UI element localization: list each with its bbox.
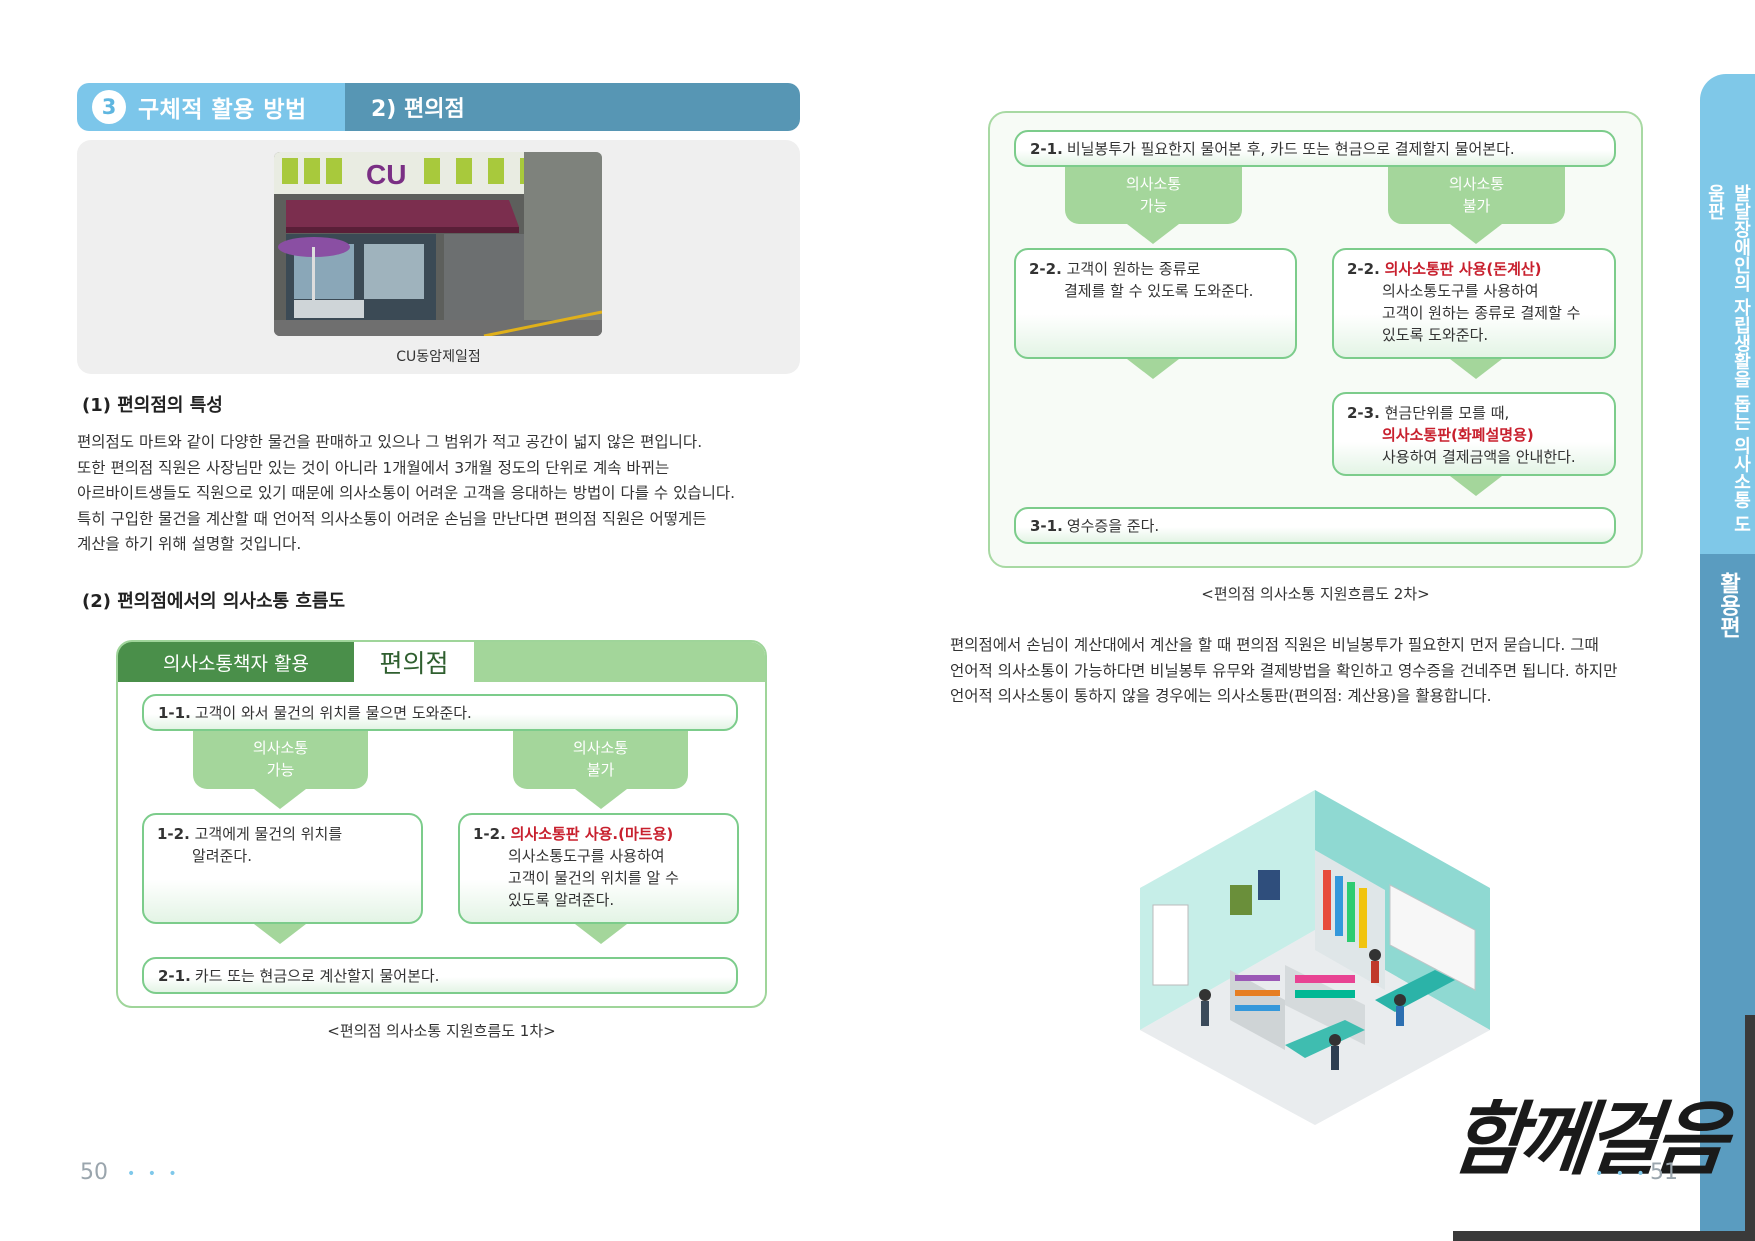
box-line: 알려준다. [192, 847, 252, 865]
paragraph-line: 계산을 하기 위해 설명할 것입니다. [77, 535, 302, 553]
section-subtitle: 2) 편의점 [345, 83, 800, 131]
section-title: 구체적 활용 방법 [138, 97, 307, 123]
flow1-step-1-1: 1-1. 고객이 와서 물건의 위치를 물으면 도와준다. [142, 694, 738, 731]
step-text: 비닐봉투가 필요한지 물어본 후, 카드 또는 현금으로 결제할지 물어본다. [1066, 140, 1515, 158]
flowchart-1-tab-dark: 의사소통책자 활용 [118, 642, 354, 682]
flow2-right-box: 2-2. 의사소통판 사용(돈계산) 의사소통도구를 사용하여 고객이 원하는 … [1332, 248, 1616, 359]
store-photo-box: CU CU동암제일점 [77, 140, 800, 374]
paragraph-line: 또한 편의점 직원은 사장님만 있는 것이 아니라 1개월에서 3개월 정도의 … [77, 458, 670, 477]
convenience-store-photo-illustration: CU [274, 152, 602, 336]
flow1-arrow-right-down [575, 924, 627, 944]
branch-line: 의사소통 [1125, 175, 1182, 193]
paragraph-line: 편의점에서 손님이 계산대에서 계산을 할 때 편의점 직원은 비닐봉투가 필요… [950, 636, 1599, 654]
side-tab-section: 활용편 [1715, 572, 1741, 638]
paragraph-store-features: 편의점도 마트와 같이 다양한 물건을 판매하고 있으나 그 범위가 적고 공간… [77, 430, 800, 558]
box-line: 있도록 알려준다. [508, 891, 615, 909]
flow2-left-box: 2-2. 고객이 원하는 종류로 결제를 할 수 있도록 도와준다. [1014, 248, 1297, 359]
flowchart-1-caption: <편의점 의사소통 지원흐름도 1차> [327, 1022, 556, 1040]
step-label: 3-1. [1030, 516, 1063, 535]
flow2-arrow-right-down [1450, 359, 1502, 379]
flow2-arrow-2-3-down [1450, 476, 1502, 496]
box-line: 고객에게 물건의 위치를 [194, 825, 343, 843]
flow1-branch-yes: 의사소통 가능 [193, 731, 368, 789]
page-dots-left: • • • [127, 1166, 181, 1182]
flow2-arrow-yes [1127, 224, 1179, 244]
box-line: 현금단위를 모를 때, [1384, 404, 1510, 422]
step-label: 1-1. [158, 703, 191, 722]
flow2-arrow-no [1450, 224, 1502, 244]
box-line: 있도록 도와준다. [1382, 326, 1489, 344]
section-number: 3 [92, 90, 126, 124]
flow1-arrow-left-down [254, 924, 306, 944]
flow2-arrow-left-down [1127, 359, 1179, 379]
branch-line: 의사소통 [572, 739, 629, 757]
box-line: 고객이 물건의 위치를 알 수 [508, 869, 679, 887]
heading-communication-flow: (2) 편의점에서의 의사소통 흐름도 [82, 591, 346, 612]
flow2-branch-no: 의사소통 불가 [1388, 167, 1565, 224]
page-number-right: 51 [1650, 1160, 1678, 1185]
branch-line: 가능 [1139, 197, 1168, 215]
paragraph-line: 편의점도 마트와 같이 다양한 물건을 판매하고 있으나 그 범위가 적고 공간… [77, 433, 703, 451]
box-highlight: 의사소통판(화폐설명용) [1382, 426, 1534, 444]
flow2-step-2-1: 2-1. 비닐봉투가 필요한지 물어본 후, 카드 또는 현금으로 결제할지 물… [1014, 130, 1616, 167]
flow1-left-box: 1-2. 고객에게 물건의 위치를 알려준다. [142, 813, 423, 924]
paragraph-line: 아르바이트생들도 직원으로 있기 때문에 의사소통이 어려운 고객을 응대하는 … [77, 484, 736, 502]
box-highlight: 의사소통판 사용.(마트용) [510, 825, 674, 843]
box-line: 의사소통도구를 사용하여 [508, 847, 665, 865]
box-line: 고객이 원하는 종류로 결제할 수 [1382, 304, 1581, 322]
section-header-left: 3 구체적 활용 방법 [77, 83, 345, 131]
flow1-arrow-yes [254, 789, 306, 809]
box-line: 결제를 할 수 있도록 도와준다. [1064, 282, 1254, 300]
box-label: 2-2. [1347, 260, 1380, 278]
box-label: 1-2. [157, 825, 190, 843]
step-label: 2-1. [1030, 139, 1063, 158]
section-header: 3 구체적 활용 방법 2) 편의점 [77, 83, 800, 131]
flow1-arrow-no [575, 789, 627, 809]
brush-frame-horizontal [1453, 1231, 1755, 1241]
convenience-store-illustration [1140, 790, 1490, 1125]
branch-line: 불가 [586, 761, 615, 779]
flowchart-2-caption: <편의점 의사소통 지원흐름도 2차> [1201, 585, 1430, 603]
branch-line: 가능 [266, 761, 295, 779]
page-dots-right: • • • [1595, 1166, 1649, 1182]
branch-line: 불가 [1462, 197, 1491, 215]
box-label: 1-2. [473, 825, 506, 843]
page-number-left: 50 [80, 1160, 108, 1185]
photo-caption: CU동암제일점 [396, 349, 481, 365]
box-line: 의사소통도구를 사용하여 [1382, 282, 1539, 300]
paragraph-checkout: 편의점에서 손님이 계산대에서 계산을 할 때 편의점 직원은 비닐봉투가 필요… [950, 633, 1680, 710]
box-label: 2-3. [1347, 404, 1380, 422]
flowchart-1-tab: 의사소통책자 활용 편의점 [118, 642, 765, 682]
store-sign-text: CU [366, 159, 406, 190]
flow2-box-2-3: 2-3. 현금단위를 모를 때, 의사소통판(화폐설명용) 사용하여 결제금액을… [1332, 392, 1616, 476]
brush-logo: 함께걸음 [1446, 1092, 1727, 1186]
step-text: 영수증을 준다. [1066, 517, 1160, 535]
step-text: 카드 또는 현금으로 계산할지 물어본다. [194, 967, 440, 985]
heading-store-features: (1) 편의점의 특성 [82, 395, 223, 416]
side-tab-title: 발달장애인의 자립생활을 돕는 의사소통 도움판 [1704, 184, 1752, 534]
branch-line: 의사소통 [1448, 175, 1505, 193]
store-photo: CU [274, 152, 602, 336]
box-line: 사용하여 결제금액을 안내한다. [1382, 448, 1576, 466]
box-highlight: 의사소통판 사용(돈계산) [1384, 260, 1542, 278]
box-label: 2-2. [1029, 260, 1062, 278]
step-text: 고객이 와서 물건의 위치를 물으면 도와준다. [194, 704, 472, 722]
box-line: 고객이 원하는 종류로 [1066, 260, 1201, 278]
flow1-right-box: 1-2. 의사소통판 사용.(마트용) 의사소통도구를 사용하여 고객이 물건의… [458, 813, 739, 924]
flow1-branch-no: 의사소통 불가 [513, 731, 688, 789]
flow2-step-3-1: 3-1. 영수증을 준다. [1014, 507, 1616, 544]
paragraph-line: 언어적 의사소통이 통하지 않을 경우에는 의사소통판(편의점: 계산용)을 활… [950, 687, 1492, 705]
branch-line: 의사소통 [252, 739, 309, 757]
flowchart-1-tab-light: 편의점 [354, 642, 474, 682]
flow1-step-2-1: 2-1. 카드 또는 현금으로 계산할지 물어본다. [142, 957, 738, 994]
brush-frame-vertical [1745, 1015, 1755, 1241]
flow2-branch-yes: 의사소통 가능 [1065, 167, 1242, 224]
paragraph-line: 특히 구입한 물건을 계산할 때 언어적 의사소통이 어려운 손님을 만난다면 … [77, 509, 707, 528]
paragraph-line: 언어적 의사소통이 가능하다면 비닐봉투 유무와 결제방법을 확인하고 영수증을… [950, 661, 1618, 680]
step-label: 2-1. [158, 966, 191, 985]
